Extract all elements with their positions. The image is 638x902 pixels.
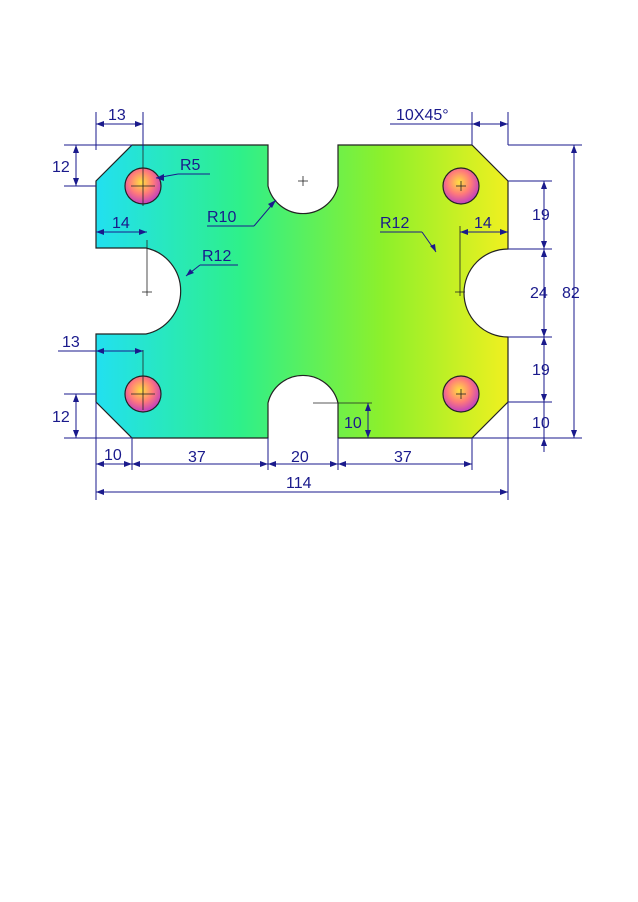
dim-top-left-hole-x: 13 [108,107,126,124]
dim-top-left-hole-y: 12 [52,159,70,176]
dim-bottom-left-hole-x: 13 [62,334,80,351]
dim-bottom-notch-depth: 10 [344,415,362,432]
dim-bottom-left-hole-y: 12 [52,409,70,426]
dim-top-notch-radius: R10 [207,209,236,226]
dim-bottom-notch-width: 20 [291,449,309,466]
dim-hole-radius: R5 [180,157,201,174]
dimension-arrows [73,121,577,495]
dim-right-bottom-segment: 19 [532,362,550,379]
dim-bottom-left-segment: 37 [188,449,206,466]
dim-overall-width: 114 [286,475,312,492]
dim-right-top-segment: 19 [532,207,550,224]
dim-bottom-chamfer: 10 [104,447,122,464]
dim-bottom-right-segment: 37 [394,449,412,466]
center-marks [131,150,466,410]
dim-right-notch-radius: R12 [380,215,409,232]
dim-chamfer: 10X45° [396,107,449,124]
dim-right-notch-offset: 14 [474,215,492,232]
dim-right-notch-width: 24 [530,285,548,302]
dim-left-notch-offset: 14 [112,215,130,232]
dim-left-notch-radius: R12 [202,248,231,265]
dim-right-chamfer: 10 [532,415,550,432]
dim-overall-height: 82 [562,285,580,302]
